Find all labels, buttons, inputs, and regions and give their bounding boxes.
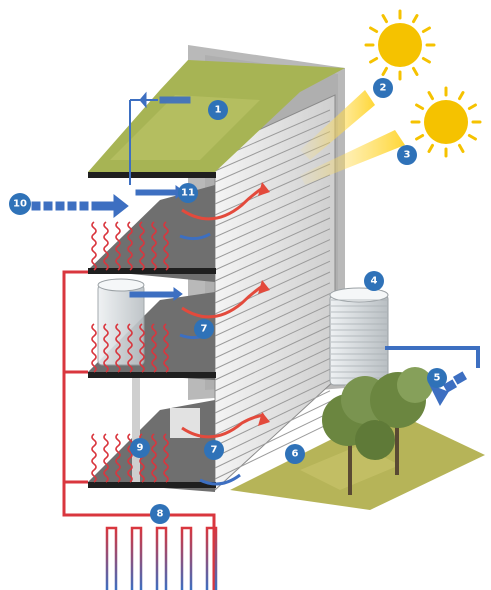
badge-10: 10 xyxy=(9,193,31,215)
svg-text:7: 7 xyxy=(211,445,218,456)
svg-text:7: 7 xyxy=(201,324,208,335)
air-circulation-arrows xyxy=(179,182,270,486)
badge-2: 2 xyxy=(373,78,393,98)
heat-wave-icon xyxy=(91,221,169,483)
sun-beams xyxy=(300,90,405,185)
svg-text:2: 2 xyxy=(380,83,387,94)
svg-text:11: 11 xyxy=(181,188,195,199)
badge-1: 1 xyxy=(208,100,228,120)
badge-3: 3 xyxy=(397,145,417,165)
svg-text:4: 4 xyxy=(371,276,378,287)
tree-icon xyxy=(322,367,433,495)
badge-8: 8 xyxy=(150,504,170,524)
svg-text:6: 6 xyxy=(292,449,299,460)
svg-text:9: 9 xyxy=(137,443,144,454)
svg-text:5: 5 xyxy=(434,373,441,384)
badge-9: 9 xyxy=(130,438,150,458)
badge-6: 6 xyxy=(285,444,305,464)
badge-11: 11 xyxy=(178,183,198,203)
badge-7b: 7 xyxy=(204,440,224,460)
geothermal-pipes xyxy=(62,270,218,590)
sun-icon xyxy=(364,9,436,81)
number-badges: 1 2 3 4 5 6 7 7 8 9 10 11 xyxy=(9,78,447,524)
badge-4: 4 xyxy=(364,271,384,291)
svg-text:1: 1 xyxy=(215,105,222,116)
sun-icon-2 xyxy=(410,86,482,158)
water-tank-icon xyxy=(329,287,389,386)
svg-text:10: 10 xyxy=(13,199,27,210)
svg-text:3: 3 xyxy=(404,150,411,161)
badge-7a: 7 xyxy=(194,319,214,339)
badge-5: 5 xyxy=(427,368,447,388)
svg-text:8: 8 xyxy=(157,509,164,520)
